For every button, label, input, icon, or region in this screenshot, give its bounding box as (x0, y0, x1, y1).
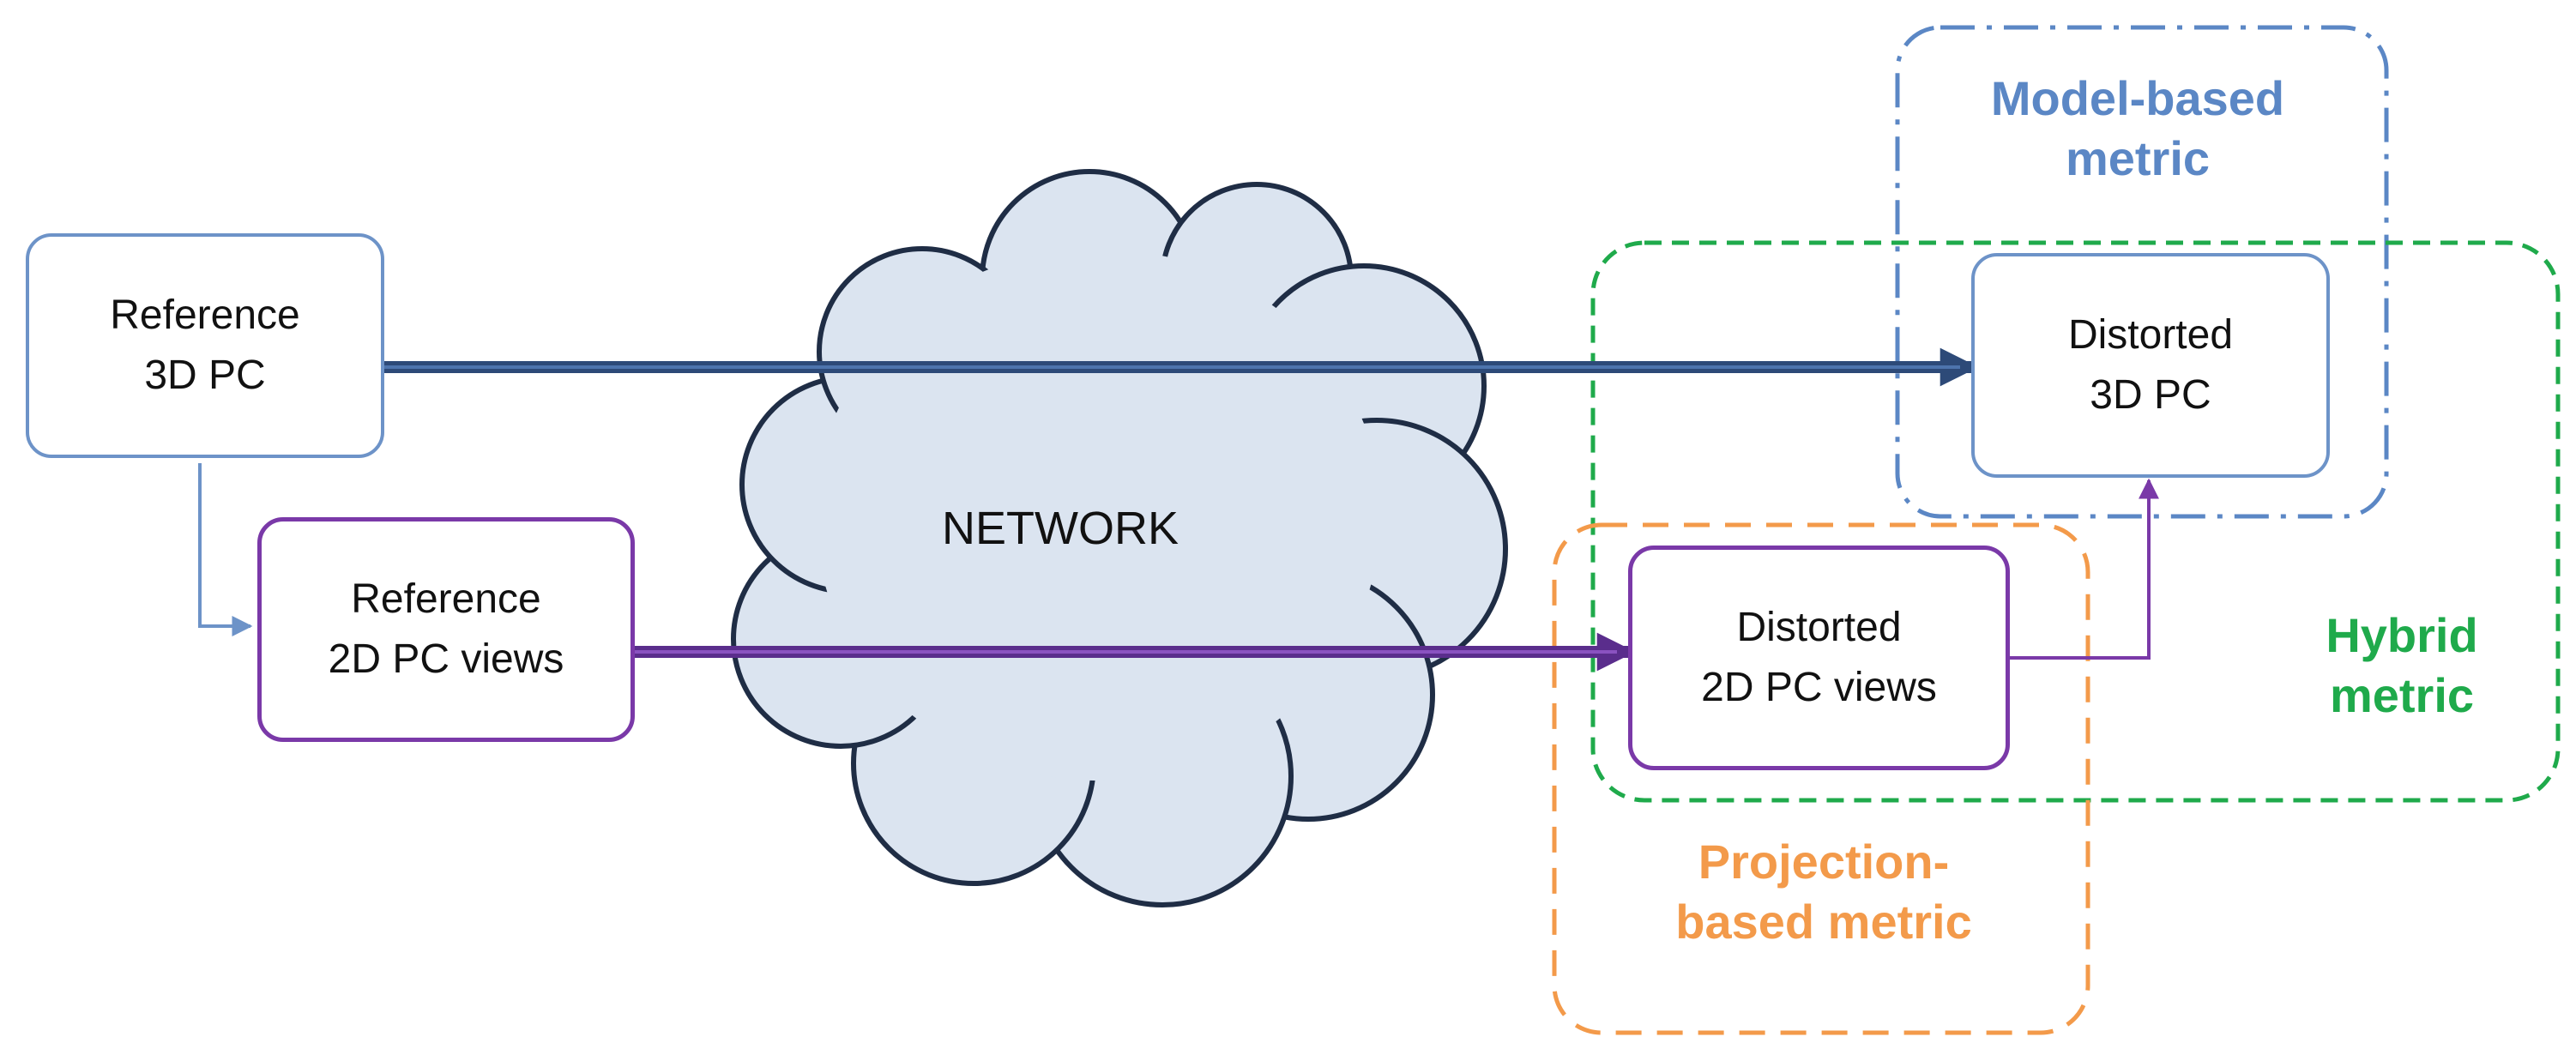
hybrid-metric-line2: metric (2329, 668, 2475, 722)
projection-based-metric-line2: based metric (1675, 895, 1972, 949)
reference-3d-pc-box: Reference 3D PC (26, 233, 384, 458)
hybrid-metric-label: Hybrid metric (2290, 606, 2513, 726)
model-based-metric-line2: metric (2065, 131, 2211, 185)
reference-3d-pc-line2: 3D PC (144, 353, 266, 398)
projection-based-metric-label: Projection- based metric (1609, 832, 2038, 952)
model-based-metric-label: Model-based metric (1915, 69, 2361, 189)
model-based-region (1895, 25, 2389, 519)
distorted-2d-pc-views-line1: Distorted (1736, 605, 1902, 651)
reference-3d-pc-line1: Reference (110, 292, 300, 339)
reference-2d-pc-views-box: Reference 2D PC views (257, 517, 635, 742)
distorted-2d-pc-views-line2: 2D PC views (1701, 665, 1937, 710)
distorted-2d-pc-views-box: Distorted 2D PC views (1628, 546, 2010, 770)
reference-3d-pc-label: Reference 3D PC (110, 286, 299, 405)
projection-based-region (1552, 522, 2090, 1035)
distorted-2d-to-3d-arrow (2010, 478, 2159, 660)
reference-2d-pc-views-line1: Reference (351, 576, 541, 623)
reference-2d-pc-views-line2: 2D PC views (328, 636, 564, 682)
distorted-3d-pc-box: Distorted 3D PC (1971, 253, 2330, 478)
model-based-metric-line1: Model-based (1990, 71, 2285, 125)
network-label: NETWORK (942, 503, 1179, 554)
reference-3d-to-2d-arrow (198, 463, 253, 636)
distorted-3d-pc-label: Distorted 3D PC (2068, 305, 2233, 425)
hybrid-region (1590, 240, 2561, 803)
hybrid-metric-line1: Hybrid (2326, 608, 2478, 662)
distorted-3d-pc-line2: 3D PC (2090, 372, 2211, 418)
distorted-3d-pc-line1: Distorted (2067, 312, 2234, 359)
reference-2d-pc-views-label: Reference 2D PC views (329, 570, 564, 689)
network-cloud (731, 169, 1508, 907)
projection-based-metric-line1: Projection- (1698, 835, 1950, 889)
distorted-2d-pc-views-label: Distorted 2D PC views (1701, 598, 1937, 717)
